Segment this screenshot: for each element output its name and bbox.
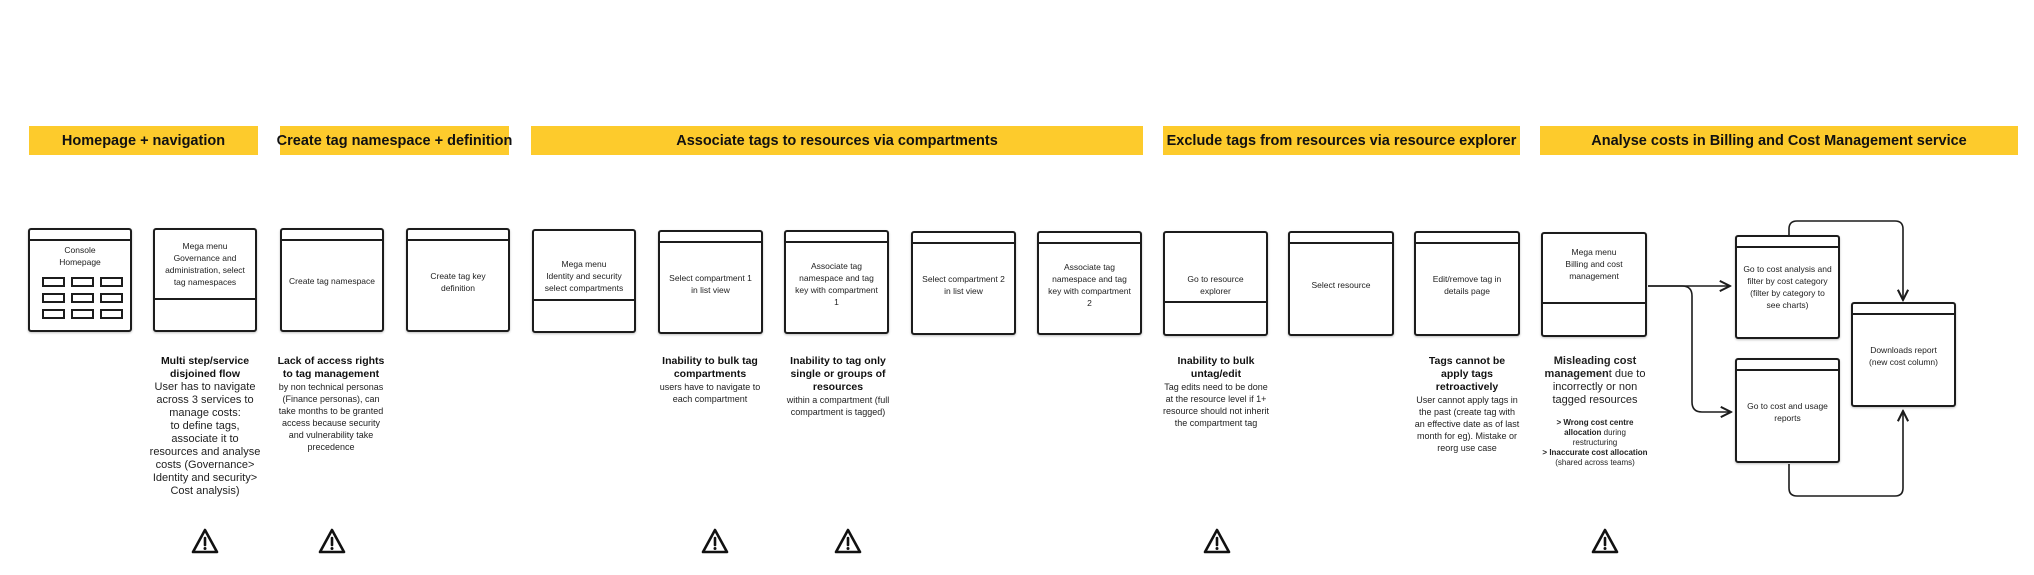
warning-icon	[1203, 528, 1231, 554]
app-grid-icon	[42, 277, 123, 319]
pain-point-body: within a compartment (full compartment i…	[786, 395, 890, 417]
pain-point-title: Inability to tag only single or groups o…	[790, 355, 886, 393]
screen-label: Mega menu Identity and security select c…	[544, 259, 624, 293]
screen-select-resource: Select resource	[1288, 231, 1394, 336]
screen-label: Go to resource explorer	[1187, 274, 1244, 296]
screen-title-bar	[1737, 237, 1838, 248]
screen-associate-tag-2: Associate tag namespace and tag key with…	[1037, 231, 1142, 335]
screen-title-bar	[1853, 304, 1954, 315]
pain-point-title: Multi step/service disjoined flow	[160, 355, 250, 380]
screen-title-bar	[408, 230, 508, 241]
warning-icon	[701, 528, 729, 554]
screen-title-bar	[660, 232, 761, 243]
screen-select-compartment-1: Select compartment 1 in list view	[658, 230, 763, 334]
screen-label: Go to cost analysis and filter by cost c…	[1743, 264, 1832, 310]
phase-header-homepage-navigation: Homepage + navigation	[29, 126, 258, 155]
screen-console-homepage: Console Homepage	[28, 228, 132, 332]
screen-label: Go to cost and usage reports	[1747, 401, 1828, 423]
screen-label: Associate tag namespace and tag key with…	[1048, 262, 1131, 308]
screen-cost-analysis: Go to cost analysis and filter by cost c…	[1735, 235, 1840, 339]
pain-point-body: Tag edits need to be done at the resourc…	[1162, 382, 1270, 428]
screen-label: Mega menu Billing and cost management	[1565, 247, 1623, 281]
menu-panel	[155, 230, 255, 300]
screen-label: Console Homepage	[59, 245, 101, 267]
pain-point-bulk-untag: Inability to bulk untag/edit Tag edits n…	[1151, 355, 1281, 429]
warning-icon	[834, 528, 862, 554]
pain-point-misleading-cost: Misleading cost management due to incorr…	[1533, 355, 1657, 468]
screen-title-bar	[786, 232, 887, 243]
pain-point-title: Lack of access rights to tag management	[277, 355, 385, 380]
phase-header-exclude-tags: Exclude tags from resources via resource…	[1163, 126, 1520, 155]
pain-point-title: Inability to bulk tag compartments	[662, 355, 758, 380]
screen-label: Mega menu Governance and administration,…	[165, 241, 245, 287]
pain-point-body: User has to navigate across 3 services t…	[149, 381, 261, 497]
pain-point-body: User cannot apply tags in the past (crea…	[1414, 395, 1520, 453]
pain-point-access-rights: Lack of access rights to tag management …	[266, 355, 396, 453]
screen-associate-tag-1: Associate tag namespace and tag key with…	[784, 230, 889, 334]
bullet-rest: during restructuring	[1572, 428, 1626, 447]
screen-label: Create tag key definition	[430, 271, 486, 293]
pain-point-retroactive: Tags cannot be apply tags retroactively …	[1402, 355, 1532, 454]
pain-point-bullet-1: > Wrong cost centre allocation during re…	[1533, 418, 1657, 448]
screen-title-bar	[1290, 233, 1392, 244]
warning-icon	[318, 528, 346, 554]
screen-download-report: Downloads report (new cost column)	[1851, 302, 1956, 407]
bullet-rest: (shared across teams)	[1555, 458, 1635, 467]
screen-create-tag-namespace: Create tag namespace	[280, 228, 384, 332]
screen-title-bar	[282, 230, 382, 241]
screen-title-bar	[1416, 233, 1518, 244]
screen-label: Edit/remove tag in details page	[1432, 274, 1502, 296]
screen-go-to-resource-explorer: Go to resource explorer	[1163, 231, 1268, 336]
pain-point-bullet-2: > Inaccurate cost allocation (shared acr…	[1533, 448, 1657, 468]
pain-point-title: Misleading cost management due to incorr…	[1533, 355, 1657, 407]
screen-label: Select compartment 2 in list view	[922, 274, 1005, 296]
pain-point-title-bold: Misleading cost managemen	[1544, 355, 1637, 380]
pain-point-body: users have to navigate to each compartme…	[659, 382, 761, 404]
pain-point-title: Inability to bulk untag/edit	[1177, 355, 1255, 380]
bullet-bold: > Wrong cost centre allocation	[1556, 418, 1634, 437]
screen-title-bar	[1039, 233, 1140, 244]
screen-label: Select resource	[1311, 280, 1371, 290]
pain-point-title: Tags cannot be apply tags retroactively	[1428, 355, 1506, 393]
warning-icon	[191, 528, 219, 554]
phase-header-associate-tags: Associate tags to resources via compartm…	[531, 126, 1143, 155]
pain-point-disjoined-flow: Multi step/service disjoined flow User h…	[143, 355, 267, 498]
screen-title-bar	[1737, 360, 1838, 371]
pain-point-title-rest: t due to incorrectly or non tagged resou…	[1552, 368, 1646, 406]
screen-label: Select compartment 1 in list view	[669, 273, 752, 295]
menu-panel	[534, 231, 634, 301]
screen-title-bar	[30, 230, 130, 241]
screen-label: Create tag namespace	[289, 276, 375, 286]
pain-point-single-resources: Inability to tag only single or groups o…	[777, 355, 899, 418]
screen-cost-usage-reports: Go to cost and usage reports	[1735, 358, 1840, 463]
menu-panel	[1165, 233, 1266, 303]
screen-mega-menu-billing: Mega menu Billing and cost management	[1541, 232, 1647, 337]
phase-header-analyse-costs: Analyse costs in Billing and Cost Manage…	[1540, 126, 2018, 155]
pain-point-body: by non technical personas (Finance perso…	[278, 382, 384, 452]
screen-label: Downloads report (new cost column)	[1869, 345, 1938, 367]
menu-panel	[1543, 234, 1645, 304]
screen-select-compartment-2: Select compartment 2 in list view	[911, 231, 1016, 335]
bullet-bold: > Inaccurate cost allocation	[1542, 448, 1648, 457]
phase-header-create-tag-namespace: Create tag namespace + definition	[277, 126, 512, 155]
screen-title-bar	[913, 233, 1014, 244]
screen-create-tag-key: Create tag key definition	[406, 228, 510, 332]
screen-label: Associate tag namespace and tag key with…	[795, 261, 878, 307]
screen-edit-remove-tag: Edit/remove tag in details page	[1414, 231, 1520, 336]
warning-icon	[1591, 528, 1619, 554]
pain-point-bulk-tag: Inability to bulk tag compartments users…	[645, 355, 775, 405]
screen-mega-menu-governance: Mega menu Governance and administration,…	[153, 228, 257, 332]
screen-mega-menu-identity: Mega menu Identity and security select c…	[532, 229, 636, 333]
